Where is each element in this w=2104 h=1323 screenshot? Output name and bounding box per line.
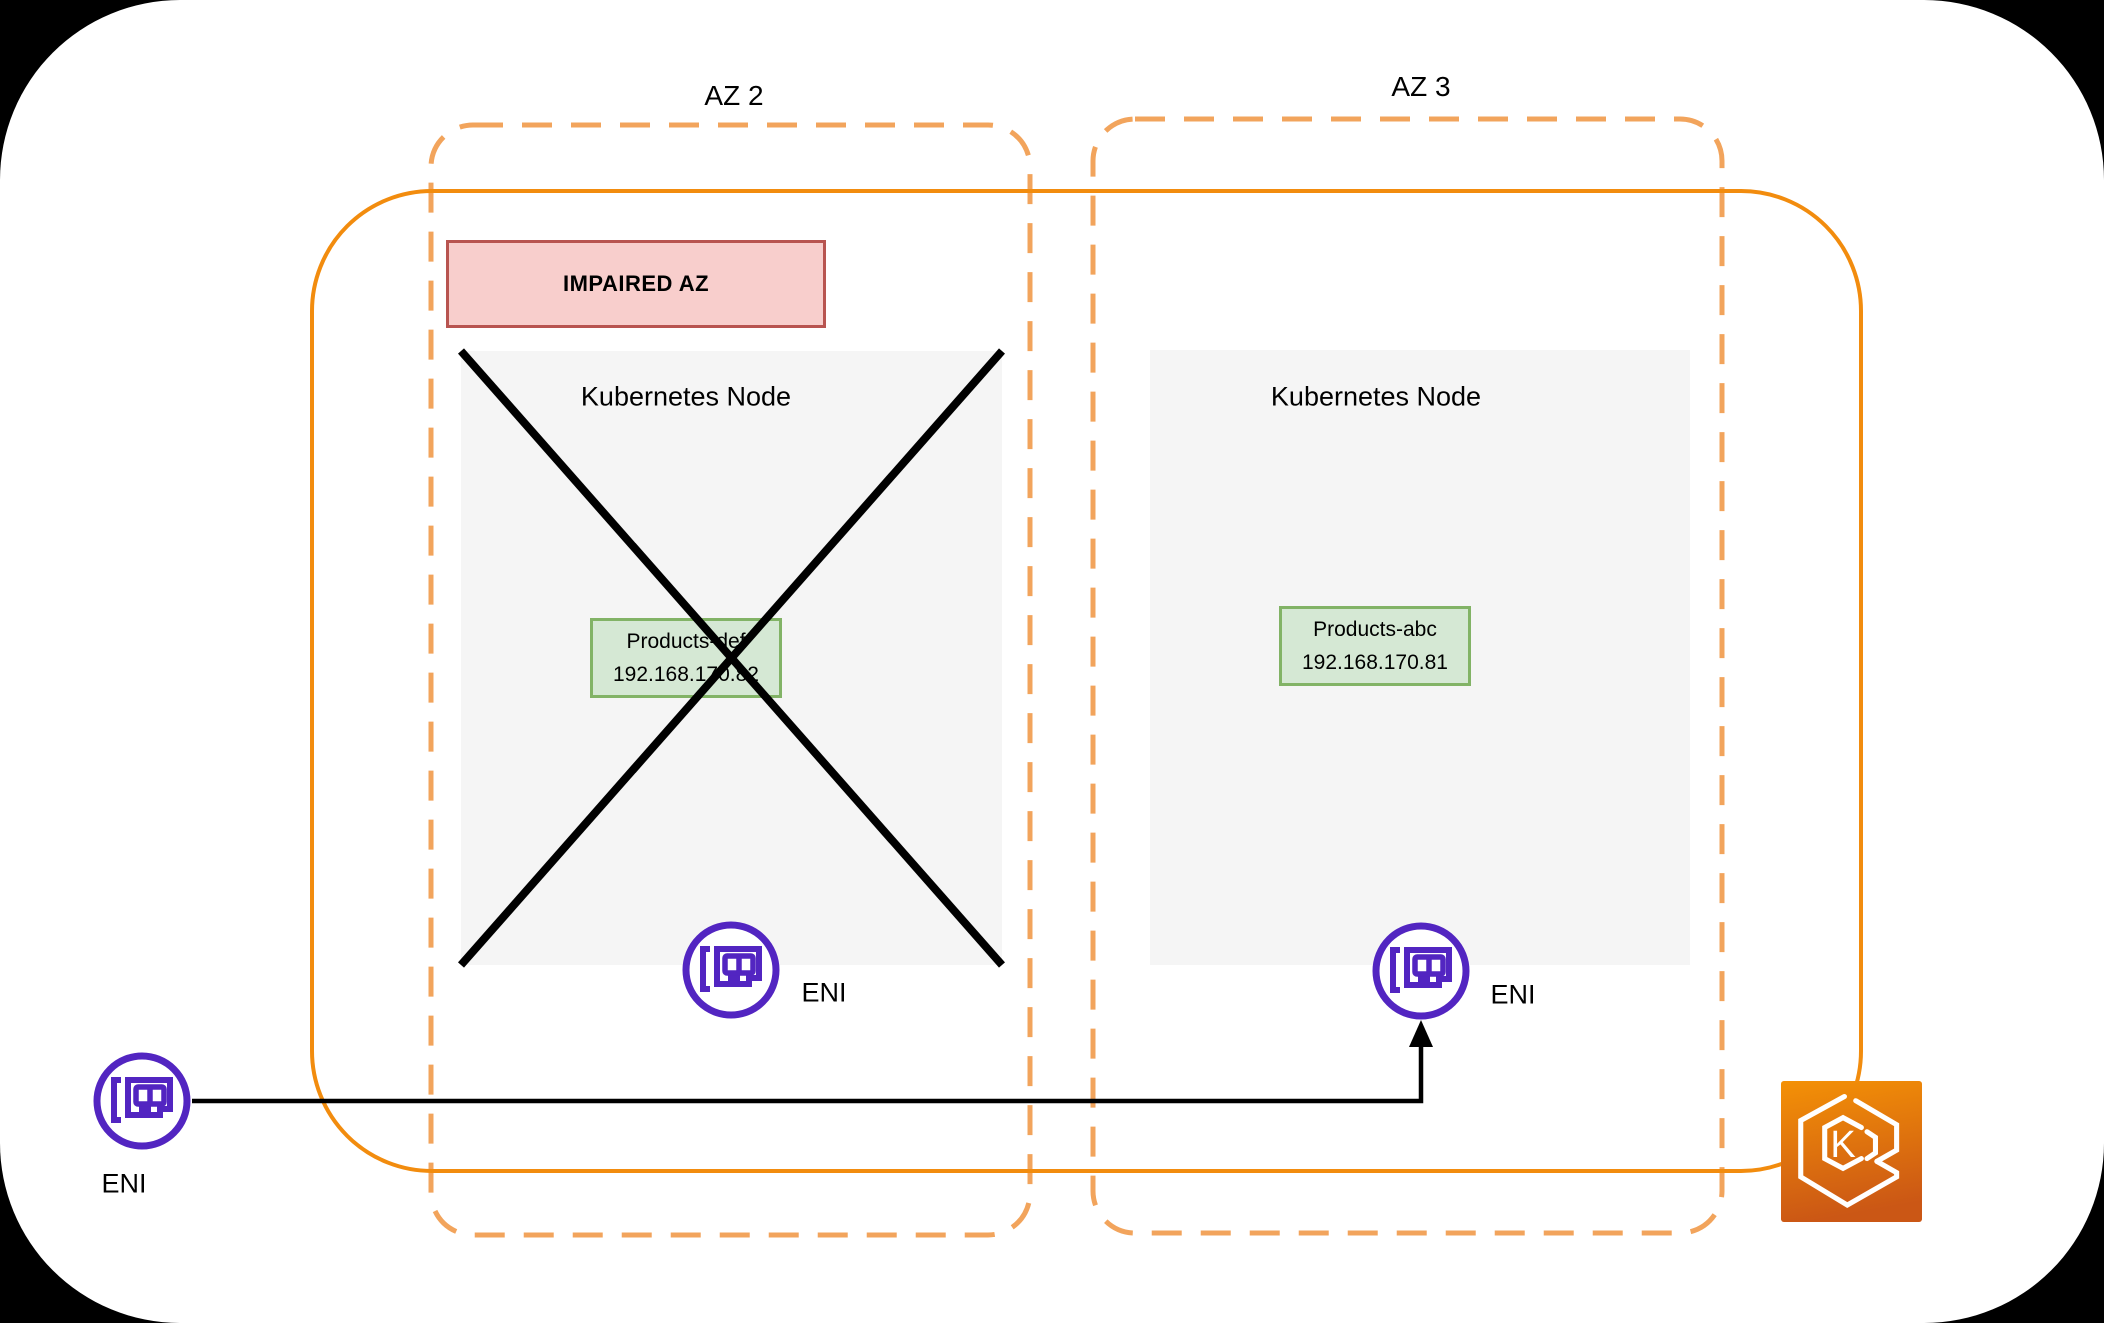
failed-node-cross	[457, 348, 1006, 968]
eni-attach-arrow	[192, 1020, 1433, 1104]
az2-boundary	[428, 122, 1033, 1238]
az2-node-title: Kubernetes Node	[580, 381, 792, 412]
az3-eni-label: ENI	[1490, 979, 1536, 1010]
impaired-az-banner-text: IMPAIRED AZ	[562, 271, 710, 296]
external-eni-icon	[93, 1052, 191, 1150]
az2-eni-icon	[682, 921, 780, 1019]
external-eni-label: ENI	[101, 1168, 147, 1199]
az3-pod-name: Products-abc	[1313, 618, 1437, 641]
az3-eni-icon	[1372, 922, 1470, 1020]
impaired-az-banner: IMPAIRED AZ	[446, 240, 826, 328]
az3-pod-ip: 192.168.170.81	[1302, 651, 1448, 674]
az2-label: AZ 2	[704, 80, 764, 111]
az3-label: AZ 3	[1391, 71, 1451, 102]
eks-letter: K	[1830, 1124, 1855, 1166]
az3-pod-box: Products-abc 192.168.170.81	[1279, 606, 1471, 686]
az3-node-title: Kubernetes Node	[1270, 381, 1482, 412]
az2-eni-label: ENI	[801, 977, 847, 1008]
eks-icon: K	[1781, 1081, 1922, 1222]
az3-boundary	[1090, 116, 1725, 1236]
vpc-boundary	[310, 189, 1863, 1173]
